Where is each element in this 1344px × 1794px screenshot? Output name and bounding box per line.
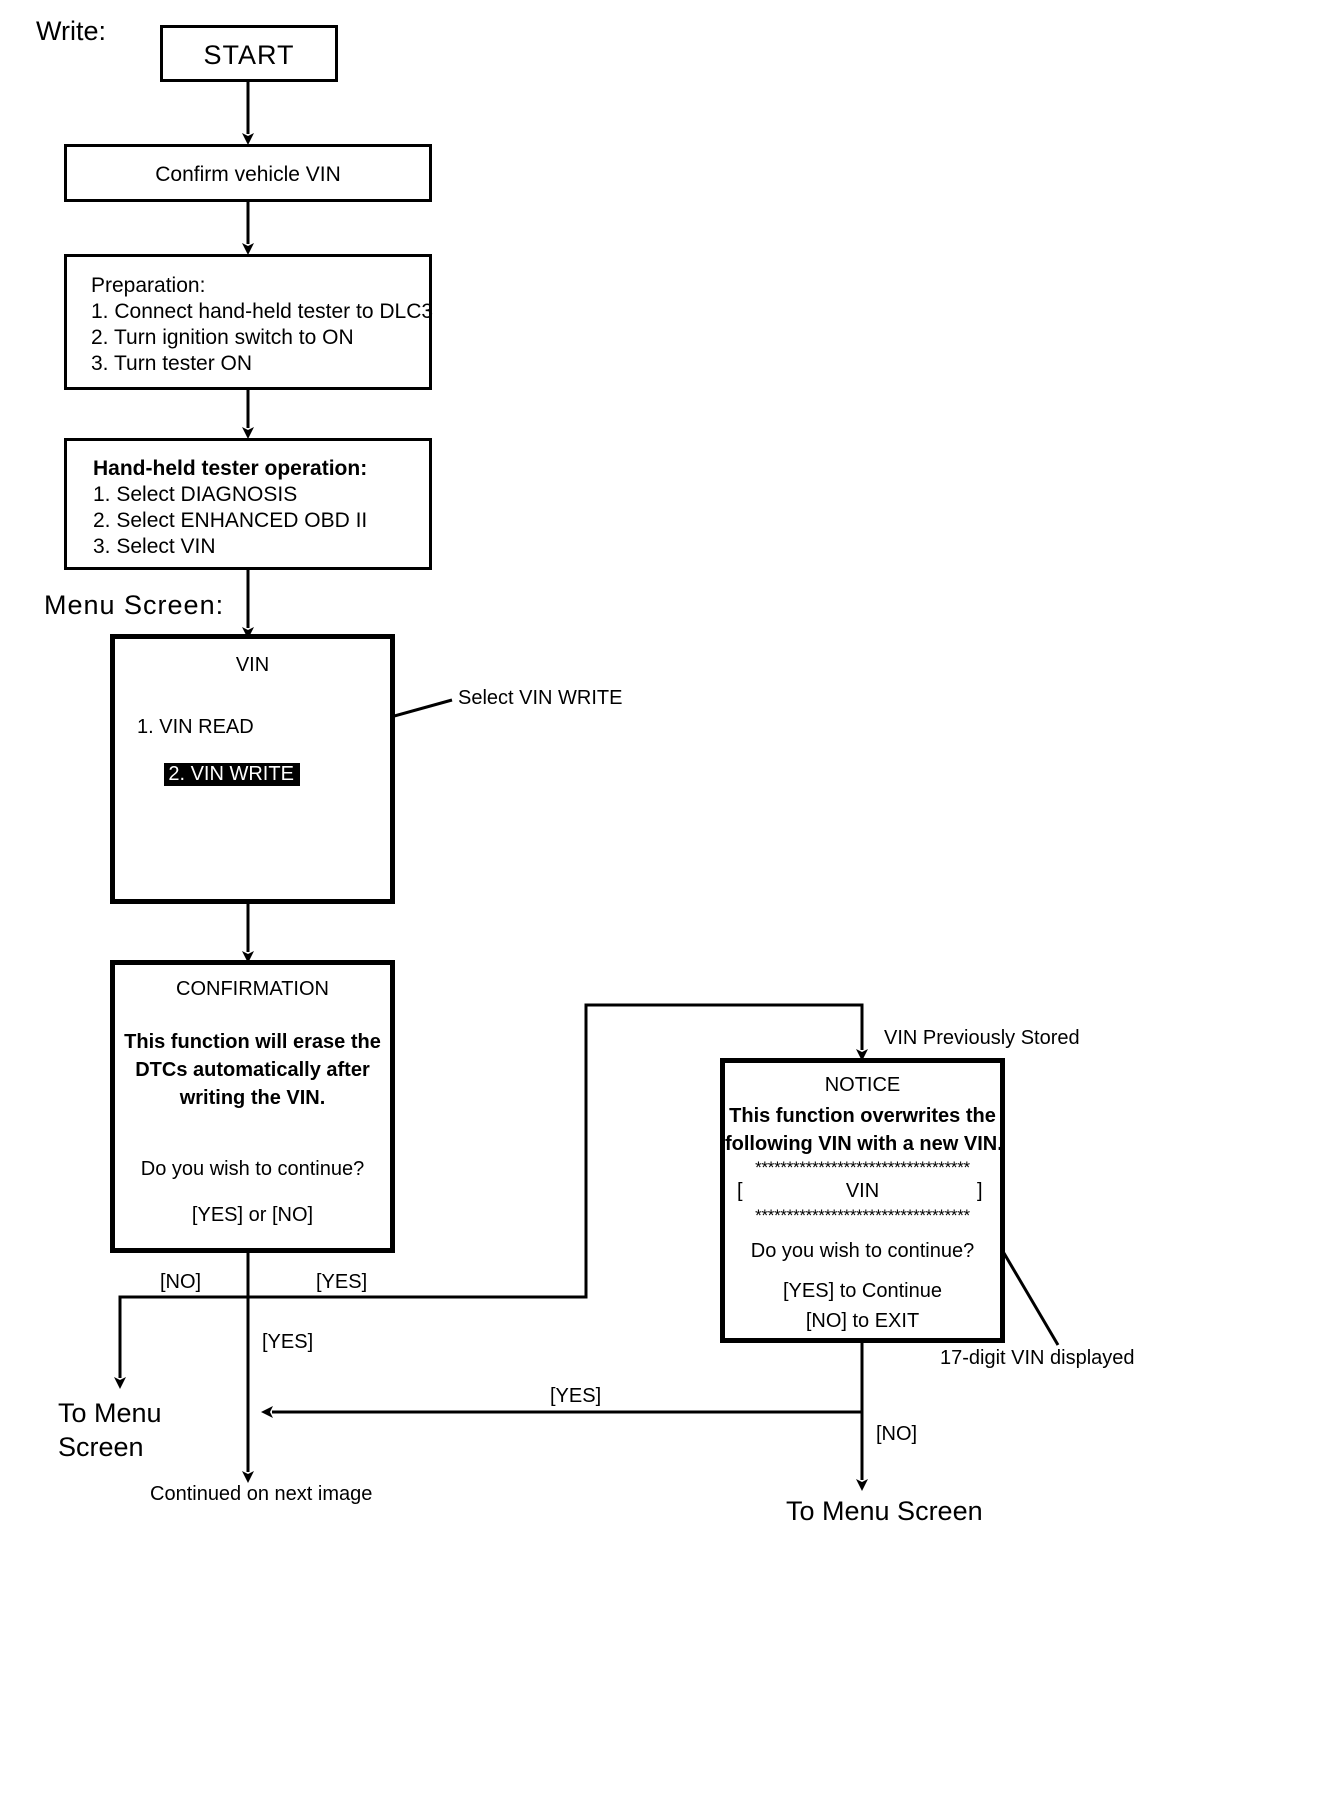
node-tester-operation-step-1: 1. Select DIAGNOSIS [93,483,298,506]
edge-label-confirmation-yes: [YES] [316,1271,368,1293]
screen-confirmation-body-1: This function will erase the [124,1031,381,1053]
screen-notice-body-2: following VIN with a new VIN. [725,1133,1003,1155]
screen-notice-body-1: This function overwrites the [729,1105,996,1127]
node-preparation-title: Preparation: [91,274,206,297]
screen-confirmation-question: Do you wish to continue? [140,1158,365,1180]
screen-notice-rule-bottom: ********************************** [755,1206,970,1225]
screen-notice-question: Do you wish to continue? [750,1240,975,1262]
node-tester-operation-title: Hand-held tester operation: [93,457,368,480]
edge-label-confirmation-yes-down: [YES] [262,1331,314,1353]
node-tester-operation-step-2: 2. Select ENHANCED OBD II [93,509,368,532]
screen-confirmation-body-2: DTCs automatically after [135,1059,370,1081]
node-tester-operation-step-3: 3. Select VIN [93,535,216,558]
edge-label-notice-no: [NO] [876,1423,918,1445]
node-start-label: START [203,40,295,70]
node-preparation-step-2: 2. Turn ignition switch to ON [91,326,354,349]
screen-confirmation: CONFIRMATION This function will erase th… [110,960,395,1253]
terminal-to-menu-screen-left: To Menu Screen [58,1398,162,1462]
node-preparation-step-1: 1. Connect hand-held tester to DLC3 [91,300,434,323]
screen-confirmation-answers: [YES] or [NO] [191,1204,314,1226]
node-tester-operation: Hand-held tester operation: 1. Select DI… [64,438,432,570]
terminal-to-menu-screen-right: To Menu Screen [786,1496,983,1526]
screen-confirmation-body-3: writing the VIN. [179,1087,326,1109]
menu-item-vin-write[interactable]: 2. VIN WRITE [131,743,300,806]
screen-notice-vin-value: VIN [845,1180,880,1202]
callout-vin-previously-stored: VIN Previously Stored [884,1027,1080,1049]
node-confirm-vin: Confirm vehicle VIN [64,144,432,202]
screen-notice: NOTICE This function overwrites the foll… [720,1058,1005,1343]
screen-notice-answer-yes: [YES] to Continue [783,1280,942,1302]
screen-confirmation-title: CONFIRMATION [176,978,329,1000]
node-start: START [160,25,338,82]
edge-label-notice-yes: [YES] [550,1385,602,1407]
section-label-write: Write: [36,16,107,46]
screen-vin-menu: VIN 1. VIN READ 2. VIN WRITE [110,634,395,904]
node-confirm-vin-label: Confirm vehicle VIN [155,163,341,186]
screen-notice-vin-bracket-left: [ [737,1180,743,1202]
menu-screen-label: Menu Screen: [44,590,225,620]
screen-notice-rule-top: ********************************** [755,1158,970,1177]
screen-notice-answer-no: [NO] to EXIT [805,1310,920,1332]
edge-label-confirmation-no: [NO] [160,1271,202,1293]
terminal-continued-next-image: Continued on next image [150,1483,373,1505]
callout-17-digit-vin: 17-digit VIN displayed [940,1347,1135,1369]
screen-vin-menu-title: VIN [235,654,270,676]
callout-select-vin-write: Select VIN WRITE [458,687,623,709]
node-preparation: Preparation: 1. Connect hand-held tester… [64,254,434,390]
menu-item-vin-read[interactable]: 1. VIN READ [137,716,254,738]
menu-item-vin-write-highlight: 2. VIN WRITE [164,763,300,786]
node-preparation-step-3: 3. Turn tester ON [91,352,253,375]
screen-notice-vin-bracket-right: ] [977,1180,983,1202]
screen-notice-title: NOTICE [824,1074,901,1096]
